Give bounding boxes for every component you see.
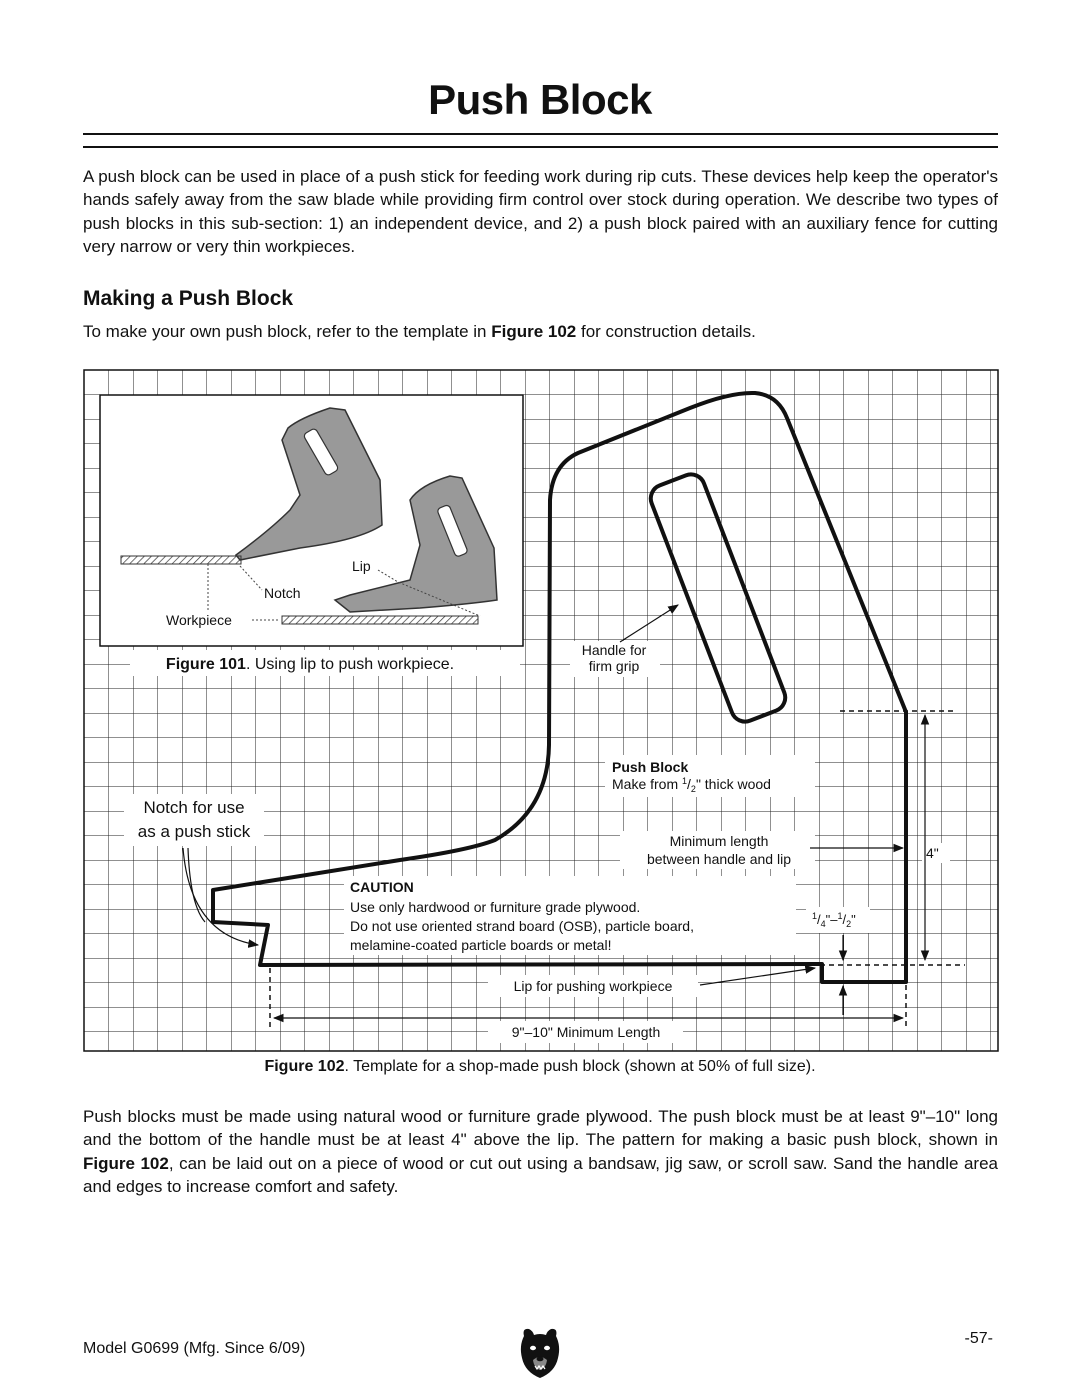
figure-101-illustration <box>120 407 498 625</box>
label-min-length-line1: Minimum length <box>670 833 769 849</box>
workpiece-left <box>120 555 242 565</box>
figure-102-template: Lip Notch Workpiece Figure 101. Using li… <box>83 369 999 1052</box>
caution-title: CAUTION <box>350 879 414 895</box>
caution-line3: melamine-coated particle boards or metal… <box>350 937 611 953</box>
label-handle-line2: firm grip <box>589 658 640 674</box>
footer-model: Model G0699 (Mfg. Since 6/09) <box>83 1340 306 1357</box>
bear-logo-icon <box>520 1328 560 1378</box>
label-lip-for-pushing: Lip for pushing workpiece <box>514 978 673 994</box>
page-title: Push Block <box>428 76 652 123</box>
grid-border <box>83 369 999 1052</box>
label-min-length-total: 9"–10" Minimum Length <box>512 1024 660 1040</box>
label-notch: Notch <box>264 585 301 601</box>
handle-slot-back <box>303 428 339 476</box>
section-heading: Making a Push Block <box>83 287 294 310</box>
label-notch-line2: as a push stick <box>138 822 251 841</box>
figure-ref: Figure 102 <box>491 322 577 341</box>
handle-slot-front <box>437 504 468 557</box>
section-intro: To make your own push block, refer to th… <box>83 322 756 341</box>
label-min-length-line2: between handle and lip <box>647 851 791 867</box>
label-handle-line1: Handle for <box>582 642 647 658</box>
label-dimension-4: 4" <box>926 845 939 861</box>
figure-ref: Figure 102 <box>83 1153 169 1173</box>
intro-paragraph: A push block can be used in place of a p… <box>83 167 998 256</box>
label-lip-dimension: 1/4"–1/2" <box>812 911 856 929</box>
footer-page-number: -57- <box>964 1330 993 1347</box>
caution-line2: Do not use oriented strand board (OSB), … <box>350 918 694 934</box>
label-lip: Lip <box>352 558 371 574</box>
label-workpiece: Workpiece <box>166 612 232 628</box>
label-push-block: Push Block <box>612 759 688 775</box>
handle-slot <box>648 472 788 724</box>
push-block-shape-front <box>333 475 498 613</box>
figure-102-caption: Figure 102. Template for a shop-made pus… <box>264 1058 816 1075</box>
figure-101-caption: Figure 101. Using lip to push workpiece. <box>166 656 454 673</box>
title-rule-top <box>83 133 998 135</box>
label-make-from: Make from 1/2" thick wood <box>612 776 771 794</box>
push-block-shape-back <box>234 407 383 561</box>
title-rule-bottom <box>83 146 998 148</box>
workpiece-right <box>281 615 479 625</box>
label-notch-line1: Notch for use <box>143 798 244 817</box>
body-paragraph: Push blocks must be made using natural w… <box>83 1107 998 1196</box>
caution-line1: Use only hardwood or furniture grade ply… <box>350 899 640 915</box>
push-block-outline <box>211 390 908 984</box>
